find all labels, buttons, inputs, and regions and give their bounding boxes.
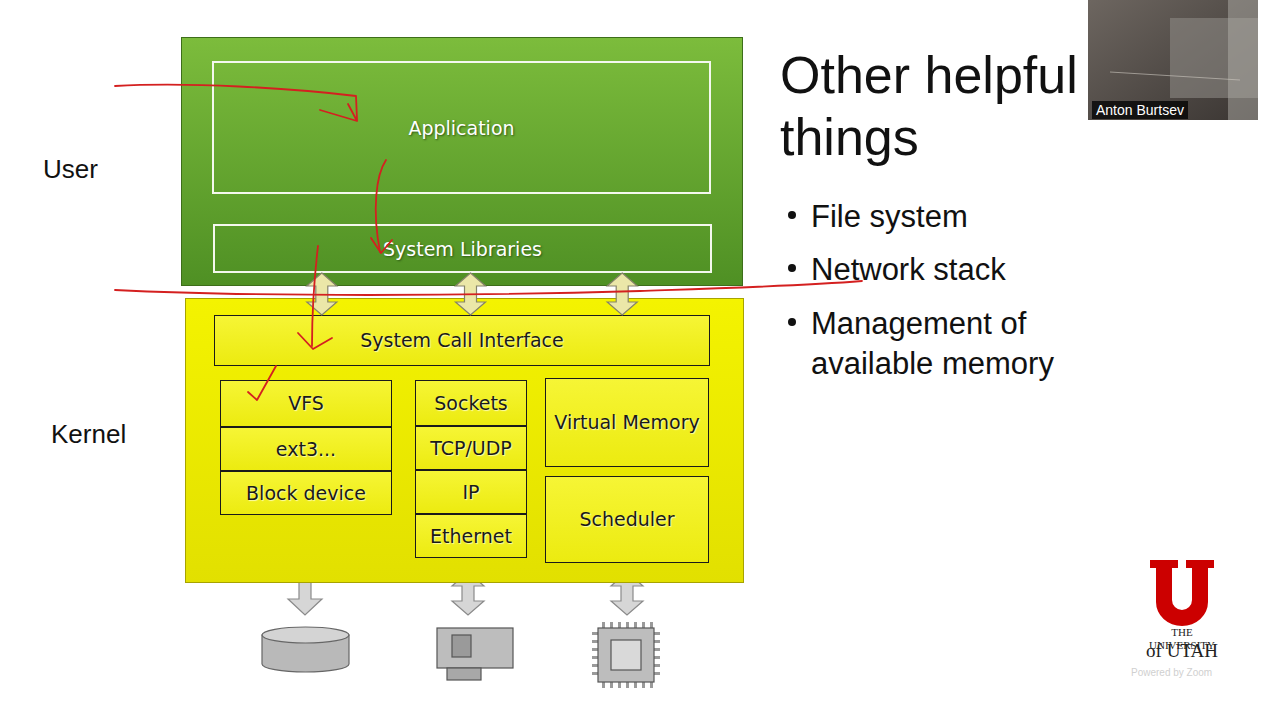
user-space-band: UserApplicationSystem Libraries xyxy=(181,37,743,286)
node-label: Scheduler xyxy=(579,508,674,531)
node-label: System Call Interface xyxy=(360,329,563,352)
node-label: IP xyxy=(462,481,479,504)
webcam-view xyxy=(1088,0,1258,120)
bullet-item: Management of available memory xyxy=(811,304,1111,384)
user-box: Application xyxy=(212,61,711,194)
node-label: Virtual Memory xyxy=(554,411,699,434)
university-name: of UTAH xyxy=(1132,640,1232,662)
bullet-item: Network stack xyxy=(811,250,1131,290)
network-card-icon xyxy=(437,628,513,680)
node-label: Block device xyxy=(246,482,366,505)
kernel-box: IP xyxy=(415,470,527,514)
bullet-dot xyxy=(788,318,796,326)
cpu-chip-icon xyxy=(592,622,660,688)
user-box: System Libraries xyxy=(213,224,712,273)
band-heading: User xyxy=(43,154,98,185)
node-label: System Libraries xyxy=(383,238,542,260)
zoom-watermark: Powered by Zoom xyxy=(1131,667,1212,678)
kernel-box: Virtual Memory xyxy=(545,378,709,467)
kernel-box: Scheduler xyxy=(545,476,709,563)
kernel-box: ext3... xyxy=(220,427,392,471)
kernel-box: Ethernet xyxy=(415,514,527,558)
slide-title: Other helpful things xyxy=(780,44,1110,168)
bullet-item: File system xyxy=(811,197,1131,237)
node-label: ext3... xyxy=(276,438,336,461)
kernel-box: System Call Interface xyxy=(214,315,710,366)
kernel-box: TCP/UDP xyxy=(415,426,527,470)
node-label: Application xyxy=(408,117,514,139)
kernel-box: Sockets xyxy=(415,380,527,426)
university-logo xyxy=(1150,560,1214,626)
bullet-dot xyxy=(788,211,796,219)
kernel-box: Block device xyxy=(220,471,392,515)
node-label: Ethernet xyxy=(430,525,512,548)
bullet-dot xyxy=(788,264,796,272)
node-label: TCP/UDP xyxy=(430,437,512,460)
webcam-name-tag: Anton Burtsev xyxy=(1092,101,1188,119)
band-heading: Kernel xyxy=(51,419,126,450)
node-label: Sockets xyxy=(434,392,508,415)
disk-icon xyxy=(262,627,349,672)
kernel-space-band: KernelSystem Call InterfaceVFSext3...Blo… xyxy=(185,298,744,583)
node-label: VFS xyxy=(288,392,324,415)
kernel-box: VFS xyxy=(220,380,392,427)
